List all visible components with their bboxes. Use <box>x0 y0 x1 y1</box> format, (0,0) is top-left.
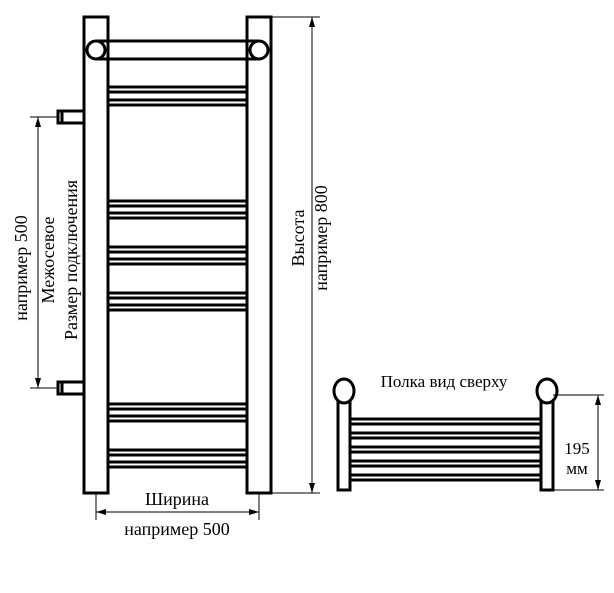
top-connection-pipe <box>56 109 84 125</box>
shelf-rail-4 <box>348 459 543 468</box>
connection-size-label: Размер подключения <box>61 180 81 340</box>
top-shelf-cap-right <box>248 39 270 61</box>
shelf-depth-value: 195 <box>564 439 590 458</box>
shelf-depth-arrow-top <box>595 395 601 405</box>
shelf-cap-right <box>535 377 559 405</box>
shelf-rail-3 <box>348 445 543 454</box>
crossbar-8 <box>106 303 249 312</box>
left-upright <box>82 15 110 495</box>
width-title: Ширина <box>145 489 209 509</box>
right-upright <box>245 15 273 495</box>
crossbar-2 <box>106 98 249 107</box>
center-distance-title: Межосевое <box>38 217 58 304</box>
shelf-cap-left <box>332 377 356 405</box>
crossbar-4 <box>106 211 249 220</box>
crossbar-3 <box>106 199 249 208</box>
crossbar-1 <box>106 85 249 94</box>
height-arrow-top <box>309 17 315 27</box>
crossbar-7 <box>106 291 249 300</box>
width-arrow-left <box>96 509 106 515</box>
crossbar-9 <box>106 402 249 411</box>
crossbar-10 <box>106 414 249 423</box>
crossbar-12 <box>106 460 249 469</box>
width-value: например 500 <box>124 519 230 539</box>
shelf-rail-1 <box>348 417 543 426</box>
shelf-left-post <box>336 393 352 492</box>
height-title: Высота <box>288 210 308 267</box>
shelf-depth-arrow-bottom <box>595 480 601 490</box>
shelf-title: Полка вид сверху <box>381 372 508 391</box>
center-arrow-top <box>35 117 41 127</box>
height-arrow-bottom <box>309 483 315 493</box>
width-arrow-right <box>249 509 259 515</box>
center-distance-value: например 500 <box>11 215 31 321</box>
crossbar-6 <box>106 257 249 266</box>
top-shelf-cap-left <box>85 39 107 61</box>
crossbar-11 <box>106 448 249 457</box>
center-arrow-bottom <box>35 378 41 388</box>
bottom-connection-pipe <box>56 380 84 396</box>
shelf-right-post <box>539 393 555 492</box>
shelf-rail-2 <box>348 431 543 440</box>
top-shelf-bar <box>96 39 259 61</box>
shelf-depth-unit: мм <box>566 459 588 478</box>
crossbar-5 <box>106 245 249 254</box>
height-value: например 800 <box>311 185 331 291</box>
shelf-rail-5 <box>348 473 543 482</box>
